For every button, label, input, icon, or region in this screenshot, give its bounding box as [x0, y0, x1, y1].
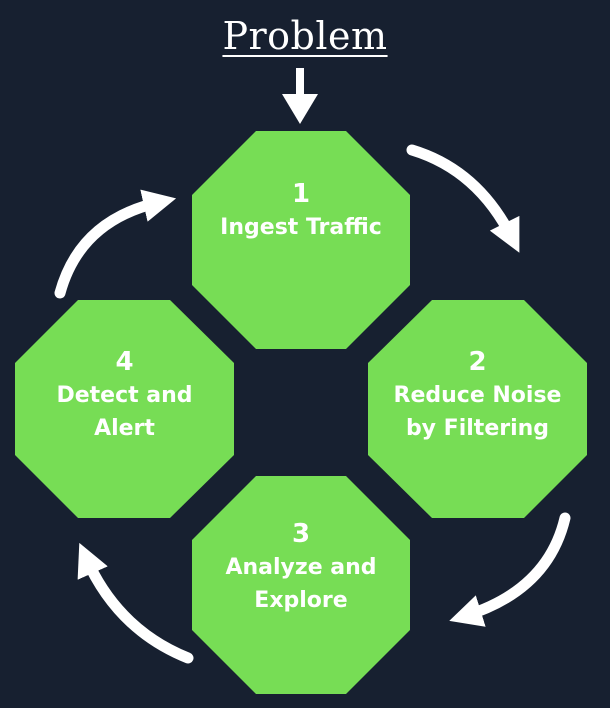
step-1-text: Ingest Traffic: [220, 215, 382, 240]
step-3-number: 3: [291, 519, 311, 549]
arrow-1-to-2: [406, 144, 520, 253]
step-3-label: 3 Analyze and Explore: [192, 518, 410, 617]
step-4-number: 4: [115, 347, 134, 377]
arrow-4-to-1: [54, 189, 177, 299]
step-2-number: 2: [468, 347, 487, 377]
step-2-octagon: [368, 300, 587, 518]
step-4-octagon: [15, 300, 234, 518]
diagram-title: Problem: [222, 14, 388, 58]
arrow-3-to-4: [77, 542, 194, 664]
step-3-octagon: [192, 476, 410, 694]
step-4-text: Detect and Alert: [56, 383, 193, 441]
step-4-label: 4 Detect and Alert: [15, 346, 234, 445]
step-1-label: 1 Ingest Traffic: [192, 178, 410, 244]
step-1-octagon: [192, 131, 410, 349]
step-3-text: Analyze and Explore: [225, 555, 377, 613]
step-2-label: 2 Reduce Noise by Filtering: [368, 346, 587, 445]
step-1-number: 1: [291, 179, 311, 209]
arrow-2-to-3: [449, 512, 571, 627]
step-2-text: Reduce Noise by Filtering: [393, 383, 562, 441]
title-down-arrow: [282, 68, 318, 124]
